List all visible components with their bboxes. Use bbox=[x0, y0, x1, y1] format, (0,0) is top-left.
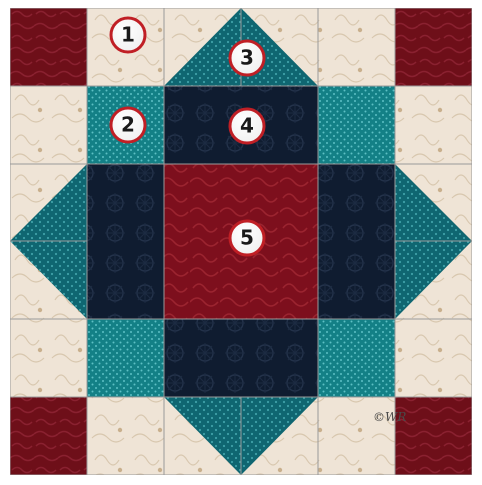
badge-5: 5 bbox=[230, 221, 264, 255]
badge-3-label: 3 bbox=[240, 46, 254, 70]
badge-4: 4 bbox=[230, 109, 264, 143]
badge-1-label: 1 bbox=[121, 23, 135, 47]
corner-square-bottom-left bbox=[10, 397, 87, 475]
badge-1: 1 bbox=[111, 18, 145, 52]
corner-square-top-right bbox=[395, 8, 472, 86]
badge-2-label: 2 bbox=[121, 113, 135, 137]
badge-3: 3 bbox=[230, 41, 264, 75]
teal-square-bottom-right bbox=[318, 319, 395, 397]
corner-square-bottom-right bbox=[395, 397, 472, 475]
quilt-block: 1 2 3 4 5 ©WR bbox=[10, 8, 472, 475]
watermark: ©WR bbox=[373, 410, 406, 424]
corner-square-top-left bbox=[10, 8, 87, 86]
teal-square-top-right bbox=[318, 86, 395, 164]
badge-4-label: 4 bbox=[240, 114, 254, 138]
badge-5-label: 5 bbox=[240, 226, 254, 250]
badge-2: 2 bbox=[111, 108, 145, 142]
teal-square-bottom-left bbox=[87, 319, 164, 397]
